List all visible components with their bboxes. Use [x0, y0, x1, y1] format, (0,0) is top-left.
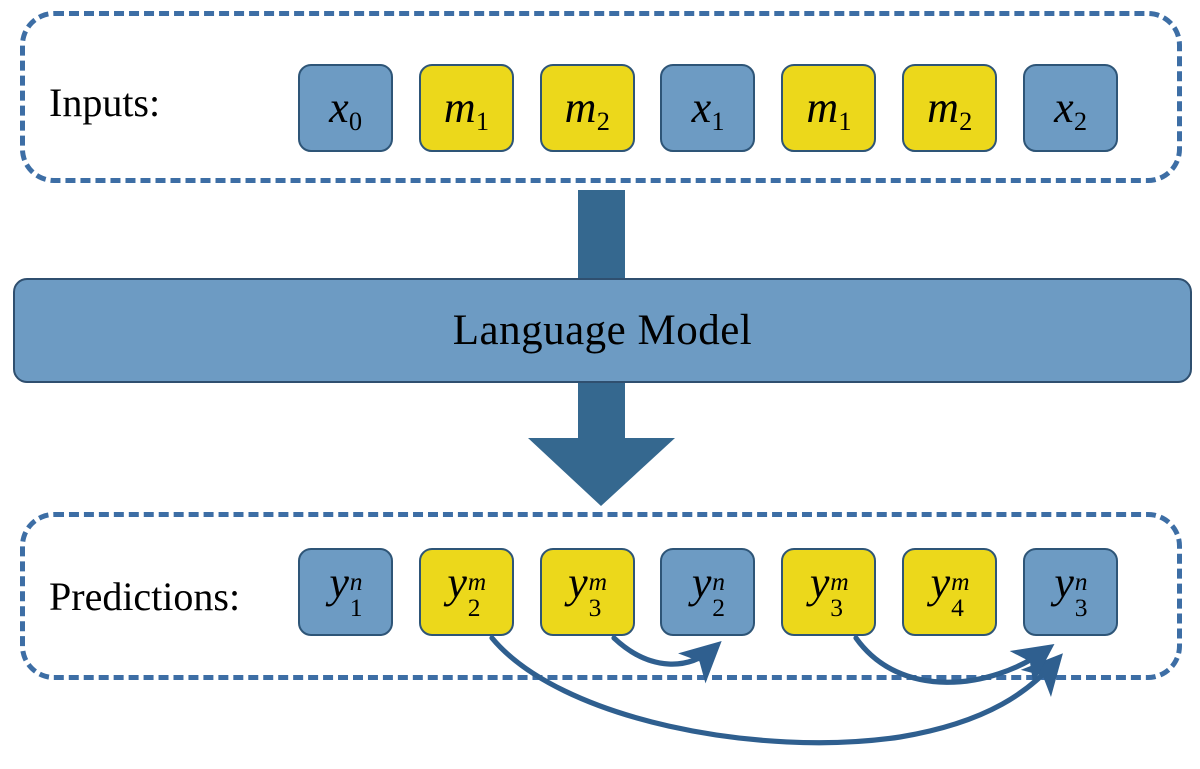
token-m2-a[interactable]: m2 — [539, 64, 635, 152]
language-model-label: Language Model — [452, 307, 753, 354]
inputs-group-container — [20, 11, 1182, 183]
token-x1[interactable]: x1 — [660, 64, 756, 152]
predictions-row-label: Predictions: — [49, 574, 241, 619]
token-m1-a[interactable]: m1 — [418, 64, 514, 152]
inputs-token-row: x0 m1 m2 x1 m1 m2 x2 — [298, 64, 1118, 152]
token-x2[interactable]: x2 — [1022, 64, 1118, 152]
inputs-row-label: Inputs: — [49, 80, 161, 125]
language-model-bar[interactable]: Language Model — [13, 278, 1192, 383]
token-m2-b[interactable]: m2 — [902, 64, 998, 152]
token-x0[interactable]: x0 — [298, 64, 393, 152]
token-m1-b[interactable]: m1 — [781, 64, 877, 152]
